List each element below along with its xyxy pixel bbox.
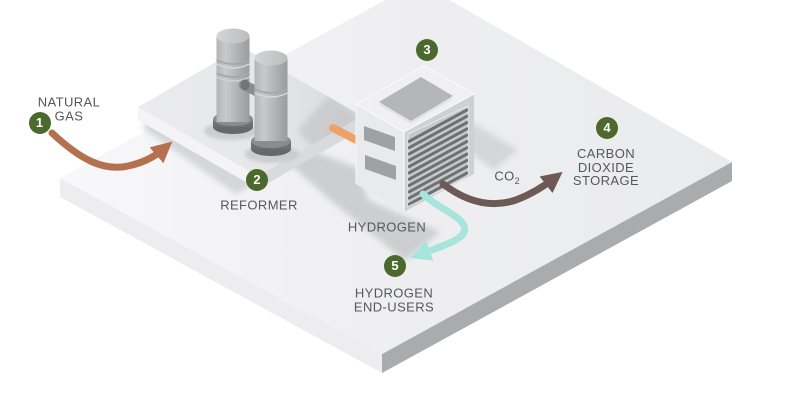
label-line: END-USERS	[353, 299, 435, 314]
label-line: CO2	[494, 168, 520, 187]
label-line: NATURAL	[37, 94, 101, 110]
slab-side-right	[258, 116, 362, 189]
step-badge-1: 1	[28, 112, 51, 134]
label-line: DIOXIDE	[577, 159, 635, 175]
step-badge-2: 2	[246, 169, 268, 191]
reformer-label: REFORMER	[220, 198, 298, 212]
platform-side-right	[382, 162, 732, 373]
label-line: CARBON	[576, 145, 636, 161]
hydrogen-flow-label: HYDROGEN	[348, 220, 426, 234]
step-badge-5: 5	[384, 255, 406, 277]
hydrogen-end-users-label: HYDROGEN END-USERS	[353, 285, 435, 314]
vent-panel-upper	[364, 126, 395, 151]
louver-grille	[408, 108, 468, 206]
platform-side-front	[60, 178, 382, 373]
reformer-tank-right	[251, 50, 291, 156]
co2-arrow	[439, 171, 563, 208]
co2-text: CO	[494, 168, 515, 184]
natural-gas-arrow	[48, 129, 173, 171]
natural-gas-label: NATURAL GAS	[37, 94, 101, 123]
step-badge-4: 4	[596, 117, 618, 139]
label-line: GAS	[54, 108, 84, 123]
vent-panel-lower	[365, 155, 396, 180]
step-badge-3: 3	[416, 39, 438, 61]
reformer-tank-left	[213, 28, 253, 134]
processing-unit-icon	[354, 65, 476, 212]
label-line: HYDROGEN	[354, 285, 434, 301]
label-line: REFORMER	[220, 197, 298, 213]
co2-flow-label: CO2	[494, 169, 519, 188]
flow-arrows	[48, 129, 563, 261]
slab-top-face	[138, 47, 362, 176]
hydrogen-arrow	[410, 190, 469, 261]
reformer-tanks-icon	[213, 28, 291, 156]
co2-subscript: 2	[514, 176, 520, 187]
carbon-dioxide-storage-label: CARBON DIOXIDE STORAGE	[573, 147, 639, 188]
roof-panel	[379, 77, 453, 121]
label-line: HYDROGEN	[347, 219, 427, 235]
label-line: STORAGE	[572, 172, 640, 188]
slab-side-front	[138, 107, 258, 189]
unit-shadow	[285, 143, 440, 261]
